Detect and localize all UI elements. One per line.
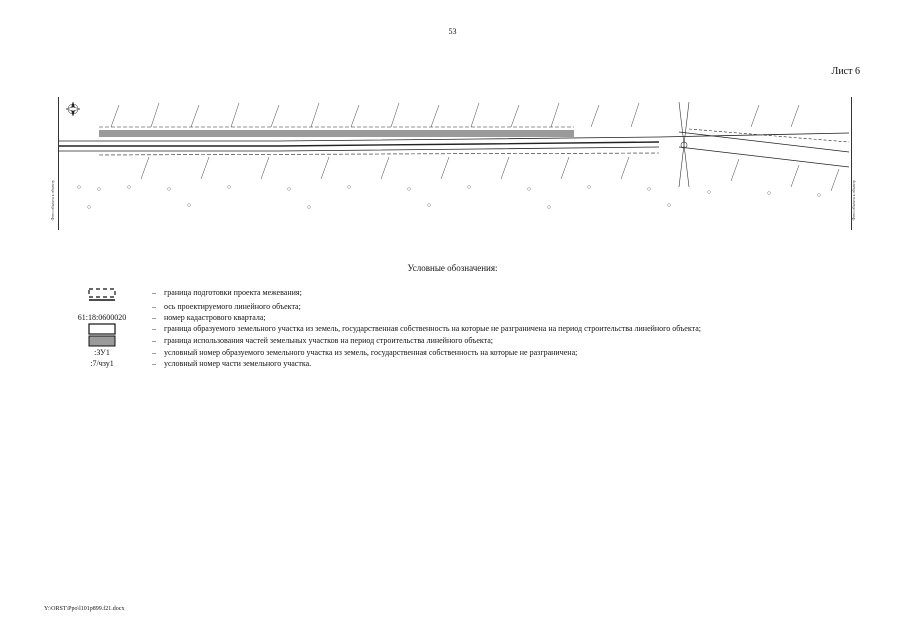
dashed-box-symbol [58,287,146,301]
legend-row: – ось проектируемого линейного объекта; [58,301,758,312]
page-number: 53 [448,27,457,36]
legend-dash: – [152,313,156,322]
legend-text: граница использования частей земельных у… [164,336,494,345]
legend-row: – граница подготовки проекта межевания; [58,287,758,301]
file-path-footer: Y:\ORST\Ppo\l101p899.f21.docx [44,606,125,612]
map-side-text-right: Фото объекта к объекту [851,180,856,221]
road-upper [678,131,850,153]
project-boundary-lower [98,152,660,156]
map-side-text-left: Фото объекта к объекту [50,180,55,221]
road-edge-bottom [59,146,660,152]
legend-text: граница образуемого земельного участка и… [164,324,701,333]
legend-row: 61:18:0600020 – номер кадастрового кварт… [58,312,758,323]
legend-row: – граница использования частей земельных… [58,335,758,347]
legend-dash: – [152,302,156,311]
grey-box-symbol [58,335,146,347]
legend-dash: – [152,359,156,368]
white-box-symbol [58,323,146,335]
parcel-boundary [688,128,850,143]
cadastral-map [58,97,852,230]
legend-text: условный номер образуемого земельного уч… [164,348,578,357]
cadastral-number-symbol: 61:18:0600020 [77,313,127,322]
construction-corridor [99,130,574,137]
road-edge-top [59,132,850,142]
project-axis [59,141,660,147]
legend-row: – граница образуемого земельного участка… [58,323,758,335]
legend-text: условный номер части земельного участка. [164,359,312,368]
parcel-part-number-symbol: :7/чзу1 [90,359,114,368]
legend-row: :ЗУ1 – условный номер образуемого земель… [58,347,758,358]
legend: – граница подготовки проекта межевания; … [58,287,758,369]
sheet-label: Лист 6 [831,66,860,77]
parcel-number-symbol: :ЗУ1 [94,348,110,357]
cadastral-map-drawing [59,101,850,209]
legend-row: :7/чзу1 – условный номер части земельног… [58,358,758,369]
legend-title: Условные обозначения: [407,263,498,273]
legend-dash: – [152,336,156,345]
legend-text: ось проектируемого линейного объекта; [164,302,301,311]
legend-dash: – [152,348,156,357]
north-arrow-icon [65,101,81,117]
axis-line-symbol [58,301,146,312]
road-lower [678,146,850,168]
legend-text: номер кадастрового квартала; [164,313,266,322]
legend-text: граница подготовки проекта межевания; [164,288,302,297]
legend-dash: – [152,324,156,333]
legend-dash: – [152,288,156,297]
